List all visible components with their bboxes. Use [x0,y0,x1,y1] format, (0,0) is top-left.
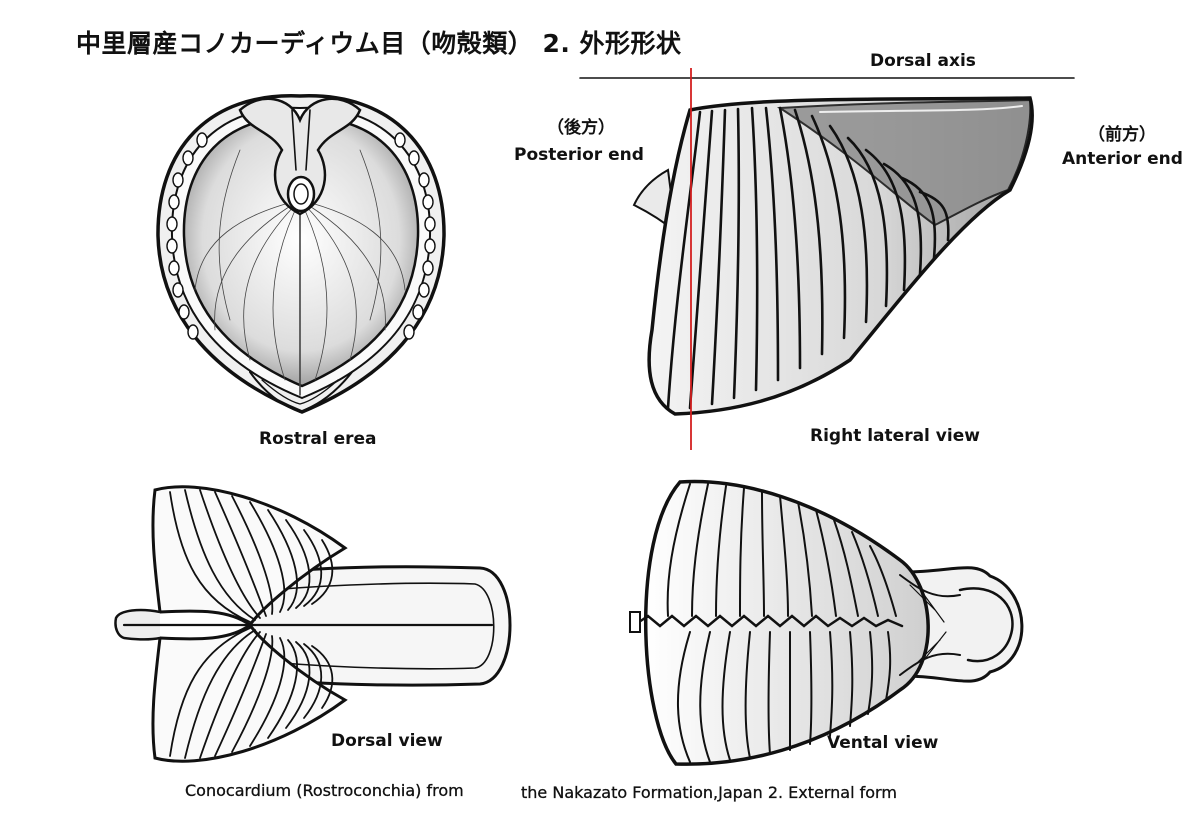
right-lateral-view-label: Right lateral view [810,426,980,446]
dorsal-ribs-lower [169,627,334,759]
posterior-label-en: Posterior end [514,145,644,165]
inner-striations [194,149,406,396]
dorsal-ribs-upper [169,489,334,623]
dorsal-view-label: Dorsal view [331,731,443,751]
right-lateral-view-drawing [579,77,1075,416]
ventral-ribs [666,483,897,763]
anterior-label-en: Anterior end [1062,149,1183,169]
ventral-view-label: Vental view [827,733,939,753]
rostral-view-drawing [156,94,446,414]
caption-part-1: Conocardium (Rostroconchia) from [185,781,464,800]
dorsal-axis-label: Dorsal axis [870,51,976,71]
margin-beads [166,132,436,340]
radial-ribs [666,106,950,410]
posterior-label-jp: （後方） [547,118,615,138]
anterior-label-jp: （前方） [1088,125,1156,145]
rostral-view-label: Rostral erea [259,429,377,449]
ventral-view-drawing [629,479,1024,766]
caption-part-2: the Nakazato Formation,Japan 2. External… [521,783,897,802]
dorsal-view-drawing [114,485,512,763]
page-title: 中里層産コノカーディウム目（吻殻類） 2. 外形形状 [76,29,682,58]
